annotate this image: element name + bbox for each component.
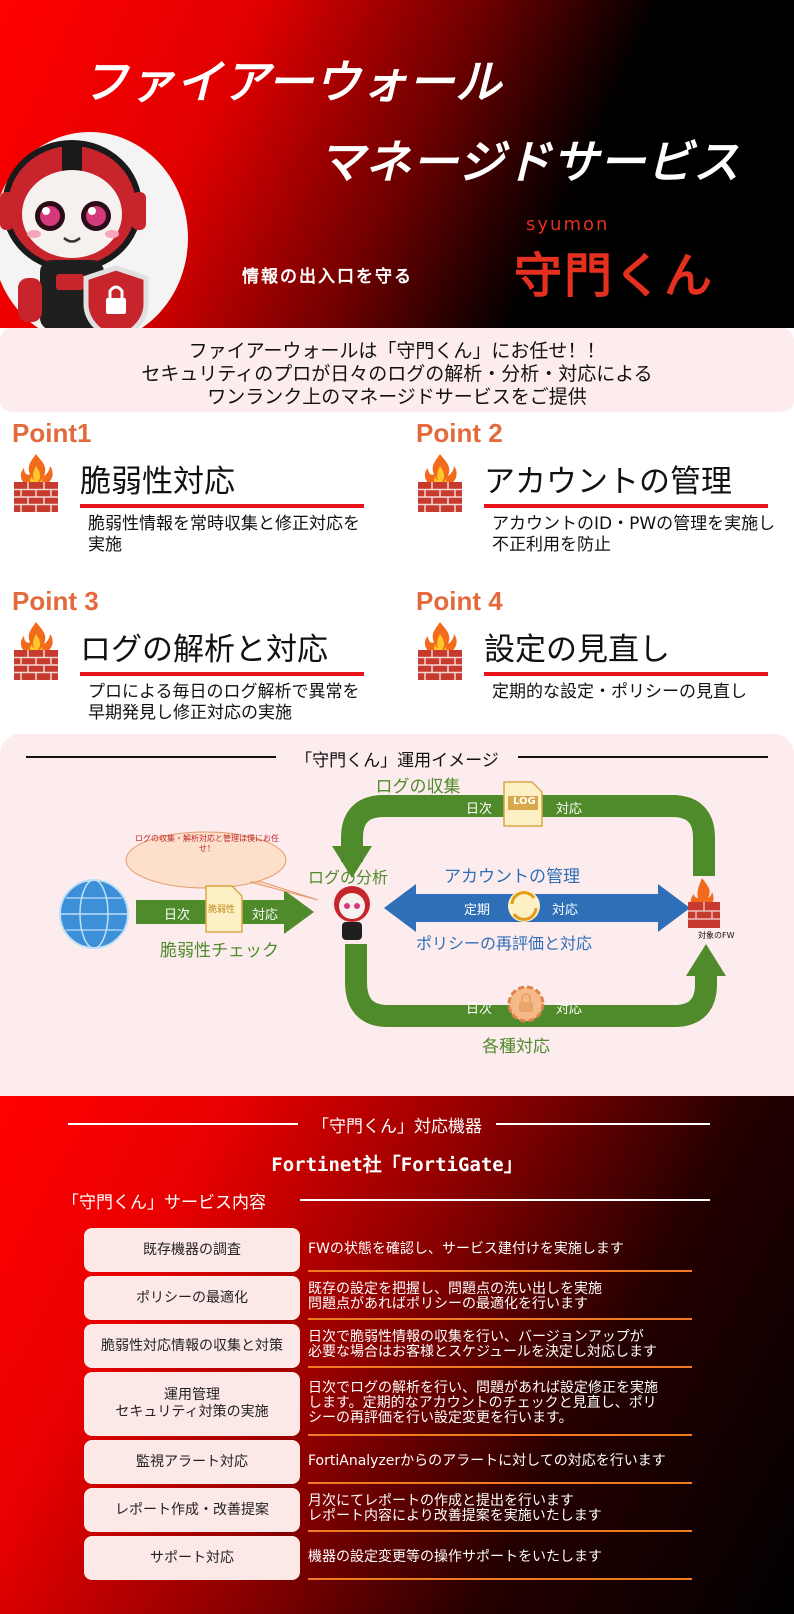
point-label: Point1 xyxy=(12,418,92,448)
point-title: アカウントの管理 xyxy=(484,464,732,500)
intro-line-2: セキュリティのプロが日々のログの解析・分析・対応による xyxy=(141,363,653,385)
point-label: Point 3 xyxy=(12,586,99,616)
log-analysis-label: ログの分析 xyxy=(308,868,389,887)
service-row: ポリシーの最適化既存の設定を把握し、問題点の洗い出しを実施 問題点があればポリシ… xyxy=(84,1276,692,1320)
firewall-flame-icon xyxy=(418,454,462,512)
point-title: 脆弱性対応 xyxy=(80,464,235,500)
point-label: Point 4 xyxy=(416,586,503,616)
hero-banner: ファイアーウォール マネージドサービス 情報の出入口を守る syumon 守門く… xyxy=(0,0,794,328)
daily-label: 日次 xyxy=(466,802,493,817)
log-collect-label: ログの収集 xyxy=(375,777,461,797)
sync-icon xyxy=(508,890,540,922)
vuln-badge: 脆弱性 xyxy=(208,905,236,915)
services-section: 「守門くん」対応機器 Fortinet社「FortiGate」 「守門くん」サー… xyxy=(0,1096,794,1614)
point-underline xyxy=(80,672,364,676)
service-row: 脆弱性対応情報の収集と対策日次で脆弱性情報の収集を行い、バージョンアップが 必要… xyxy=(84,1324,692,1368)
devices-heading: 「守門くん」対応機器 xyxy=(312,1117,482,1137)
intro-line-3: ワンランク上のマネージドサービスをご提供 xyxy=(207,386,587,408)
log-file-icon xyxy=(503,781,543,827)
firewall-flame-icon xyxy=(14,622,58,680)
point-label: Point 2 xyxy=(416,418,503,448)
target-firewall-icon xyxy=(688,878,720,928)
hero-tagline: 情報の出入口を守る xyxy=(242,267,413,287)
service-row: 運用管理 セキュリティ対策の実施日次でログの解析を行い、問題があれば設定修正を実… xyxy=(84,1372,692,1436)
service-name: 監視アラート対応 xyxy=(84,1440,300,1484)
divider-line xyxy=(518,756,768,758)
point-title: ログの解析と対応 xyxy=(80,632,328,668)
service-description: 日次で脆弱性情報の収集を行い、バージョンアップが 必要な場合はお客様とスケジュー… xyxy=(308,1324,692,1368)
service-name: レポート作成・改善提案 xyxy=(84,1488,300,1532)
point-card-4: Point 4 設定の見直し 定期的な設定・ポリシーの見直し xyxy=(416,586,776,736)
target-fw-label: 対象のFW xyxy=(698,931,735,940)
point-underline xyxy=(80,504,364,508)
ops-heading: 「守門くん」運用イメージ xyxy=(0,746,794,771)
hero-title-line1: ファイアーウォール xyxy=(82,55,503,109)
point-card-2: Point 2 アカウントの管理 アカウントのID・PWの管理を実施し不正利用を… xyxy=(416,418,776,568)
speech-bubble-text: ログの収集・解析対応と管理は僕にお任せ！ xyxy=(135,834,279,853)
policy-review-label: ポリシーの再評価と対応 xyxy=(416,934,593,953)
point-card-3: Point 3 ログの解析と対応 プロによる毎日のログ解析で異常を早期発見し修正… xyxy=(12,586,372,736)
point-description: プロによる毎日のログ解析で異常を早期発見し修正対応の実施 xyxy=(88,682,360,723)
service-heading: 「守門くん」サービス内容 xyxy=(62,1193,266,1213)
divider-line xyxy=(300,1199,710,1201)
respond-label: 対応 xyxy=(252,908,279,923)
service-row: サポート対応機器の設定変更等の操作サポートをいたします xyxy=(84,1536,692,1580)
respond-label: 対応 xyxy=(556,802,583,817)
point-card-1: Point1 脆弱性対応 脆弱性情報を常時収集と修正対応を実施 xyxy=(12,418,372,568)
firewall-flame-icon xyxy=(418,622,462,680)
intro-line-1: ファイアーウォールは「守門くん」にお任せ！！ xyxy=(188,340,606,362)
service-description: FortiAnalyzerからのアラートに対しての対応を行います xyxy=(308,1440,692,1484)
service-description: FWの状態を確認し、サービス建付けを実施します xyxy=(308,1228,692,1272)
hero-title-line2: マネージドサービス xyxy=(318,135,741,189)
service-name: 脆弱性対応情報の収集と対策 xyxy=(84,1324,300,1368)
various-response-label: 各種対応 xyxy=(482,1037,550,1057)
firewall-flame-icon xyxy=(14,454,58,512)
regular-label: 定期 xyxy=(464,903,491,918)
operation-image-section: 「守門くん」運用イメージ xyxy=(0,734,794,1096)
supported-device: Fortinet社「FortiGate」 xyxy=(271,1154,523,1176)
brand-romanized: syumon xyxy=(526,214,610,235)
divider-line xyxy=(68,1123,298,1125)
service-row: レポート作成・改善提案月次にてレポートの作成と提出を行います レポート内容により… xyxy=(84,1488,692,1532)
service-name: サポート対応 xyxy=(84,1536,300,1580)
point-description: 定期的な設定・ポリシーの見直し xyxy=(492,682,747,702)
point-title: 設定の見直し xyxy=(484,632,670,668)
brand-name: 守門くん xyxy=(514,248,715,304)
vuln-file-icon xyxy=(205,885,243,933)
vuln-check-label: 脆弱性チェック xyxy=(160,941,279,961)
service-name: 既存機器の調査 xyxy=(84,1228,300,1272)
respond-label: 対応 xyxy=(552,903,579,918)
arrow-head-down xyxy=(332,846,372,878)
log-badge: LOG xyxy=(513,796,536,807)
log-collect-wrap: ログの収集 xyxy=(0,772,794,797)
service-name: ポリシーの最適化 xyxy=(84,1276,300,1320)
intro-panel: ファイアーウォールは「守門くん」にお任せ！！ セキュリティのプロが日々のログの解… xyxy=(0,328,794,412)
service-description: 機器の設定変更等の操作サポートをいたします xyxy=(308,1536,692,1580)
arrow-head-up xyxy=(686,944,726,976)
service-name: 運用管理 セキュリティ対策の実施 xyxy=(84,1372,300,1436)
point-underline xyxy=(484,672,768,676)
divider-line xyxy=(26,756,276,758)
service-description: 月次にてレポートの作成と提出を行います レポート内容により改善提案を実施いたしま… xyxy=(308,1488,692,1532)
service-description: 既存の設定を把握し、問題点の洗い出しを実施 問題点があればポリシーの最適化を行い… xyxy=(308,1276,692,1320)
daily-label: 日次 xyxy=(466,1002,493,1017)
service-description: 日次でログの解析を行い、問題があれば設定修正を実施 します。定期的なアカウントの… xyxy=(308,1372,692,1436)
daily-label: 日次 xyxy=(164,908,191,923)
respond-label: 対応 xyxy=(556,1002,583,1017)
divider-line xyxy=(496,1123,710,1125)
point-description: 脆弱性情報を常時収集と修正対応を実施 xyxy=(88,514,360,555)
account-mgmt-label: アカウントの管理 xyxy=(444,867,580,887)
operation-flow-diagram xyxy=(59,781,726,1027)
mascot-robot-image xyxy=(0,140,149,328)
point-description: アカウントのID・PWの管理を実施し不正利用を防止 xyxy=(492,514,776,555)
point-underline xyxy=(484,504,768,508)
